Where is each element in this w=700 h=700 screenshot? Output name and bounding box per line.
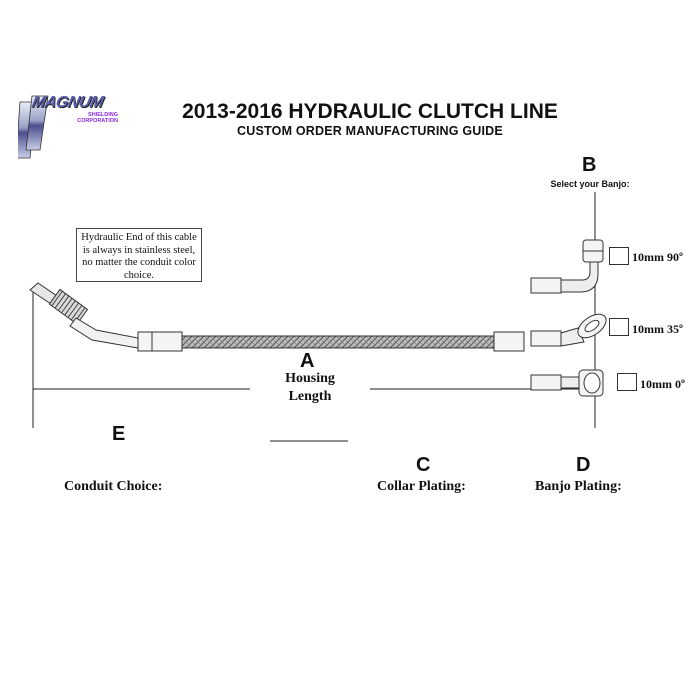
logo-sub-line2: CORPORATION (77, 118, 118, 124)
section-b-letter: B (582, 154, 597, 176)
banjo-90-label: 10mm 90º (632, 250, 683, 264)
housing-label: Housing (285, 371, 335, 386)
logo-emblem-icon (15, 95, 49, 159)
conduit-choice-label: Conduit Choice: (64, 479, 163, 494)
braided-housing (181, 335, 495, 349)
magnum-logo: MAGNUM SHIELDING CORPORATION (15, 92, 118, 162)
collar-plating-label: Collar Plating: (377, 479, 466, 494)
select-banjo-label: Select your Banjo: (550, 179, 630, 189)
section-e-letter: E (112, 423, 126, 445)
banjo-0-checkbox[interactable] (617, 373, 637, 391)
banjo-35-drawing (530, 313, 607, 347)
banjo-0-drawing (530, 369, 604, 397)
right-collar (493, 331, 525, 352)
logo-sub-line1: SHIELDING (88, 112, 118, 118)
banjo-35-checkbox[interactable] (609, 318, 629, 336)
length-label: Length (288, 389, 332, 404)
banjo-plating-label: Banjo Plating: (535, 479, 622, 494)
page-subtitle: CUSTOM ORDER MANUFACTURING GUIDE (237, 124, 503, 138)
banjo-0-label: 10mm 0º (640, 377, 685, 391)
section-a-letter: A (300, 350, 315, 372)
page-title: 2013-2016 HYDRAULIC CLUTCH LINE (182, 100, 558, 123)
banjo-35-label: 10mm 35º (632, 322, 683, 336)
banjo-90-drawing (530, 239, 604, 294)
section-c-letter: C (416, 454, 431, 476)
stainless-note-box: Hydraulic End of this cable is always in… (76, 228, 202, 282)
hydraulic-end-fitting (29, 282, 183, 352)
section-d-letter: D (576, 454, 591, 476)
banjo-90-checkbox[interactable] (609, 247, 629, 265)
